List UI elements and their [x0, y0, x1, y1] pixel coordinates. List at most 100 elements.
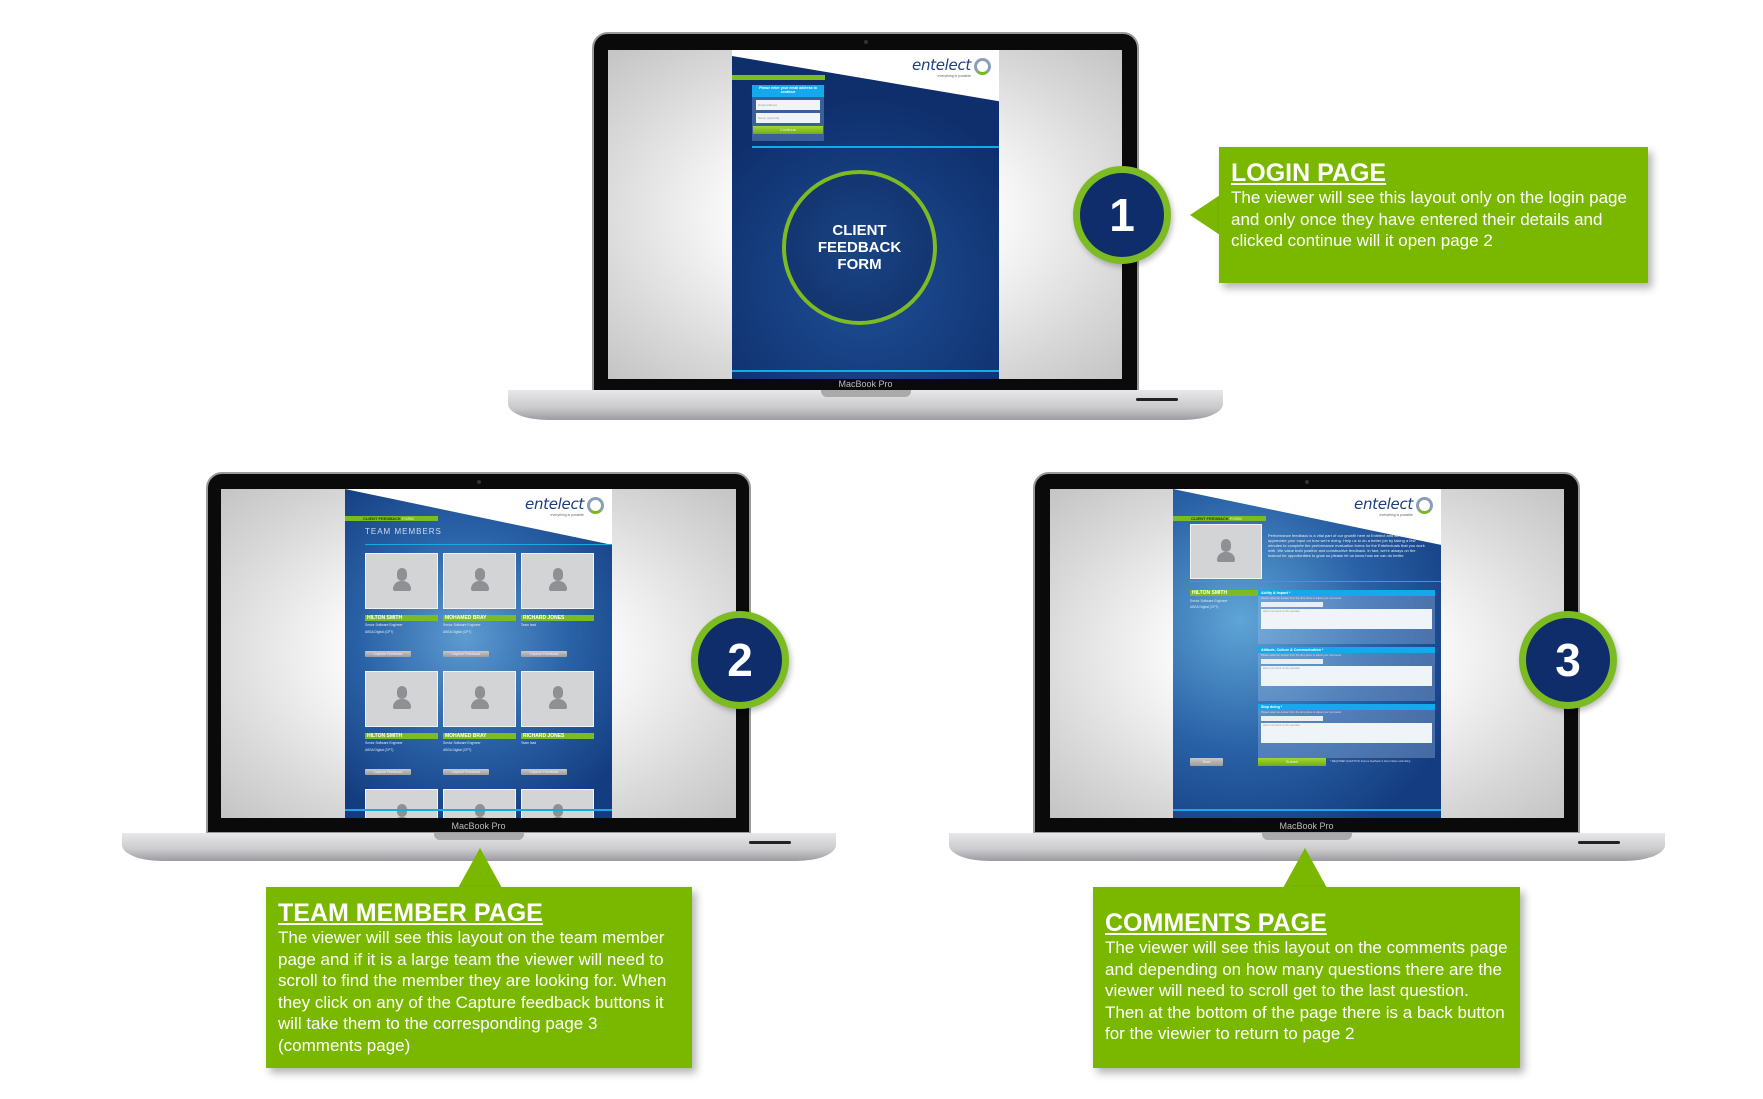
person-icon — [470, 568, 489, 598]
question-title: Attitude, Culture & Communication * — [1258, 647, 1435, 653]
circle-title: CLIENT — [832, 222, 887, 239]
capture-feedback-button[interactable]: Capture Feedback — [443, 769, 489, 775]
logo-tagline: everything is possible — [937, 74, 971, 78]
member-name: HILTON SMITH — [365, 733, 438, 739]
callout-text: The viewer will see this layout only on … — [1231, 188, 1627, 250]
capture-feedback-button[interactable]: Capture Feedback — [521, 769, 567, 775]
question-instruction: Please select an answer from the drop do… — [1261, 597, 1342, 600]
member-photo — [443, 789, 516, 818]
footer-line — [345, 809, 612, 811]
capture-feedback-button[interactable]: Capture Feedback — [443, 651, 489, 657]
capture-feedback-button[interactable]: Capture Feedback — [521, 651, 567, 657]
question-panel: Stop doing * Please select an answer fro… — [1258, 704, 1435, 758]
logo-word: entelect — [912, 56, 971, 74]
callout-pointer — [1283, 848, 1327, 888]
laptop-brand-label: MacBook Pro — [1279, 821, 1334, 831]
member-role: Team lead — [521, 623, 537, 627]
member-name: RICHARD JONES — [521, 733, 594, 739]
badge-bold: CLIENT FEEDBACK — [363, 516, 401, 521]
person-icon — [392, 568, 411, 598]
member-name: MOHAMED BRAY — [443, 615, 516, 621]
member-photo — [365, 671, 438, 727]
divider-line — [752, 146, 999, 148]
badge-bold: CLIENT FEEDBACK — [1191, 516, 1229, 521]
laptop-brand-label: MacBook Pro — [838, 379, 893, 389]
divider-line — [365, 544, 612, 545]
intro-text: Performance feedback is a vital part of … — [1268, 533, 1425, 558]
login-box: Please enter your email address to conti… — [752, 85, 824, 141]
camera-icon — [863, 40, 868, 44]
question-instruction: Please select an answer from the drop do… — [1261, 654, 1342, 657]
name-input[interactable]: Name (optional) — [756, 113, 820, 123]
camera-icon — [1304, 480, 1309, 484]
client-feedback-form-badge: CLIENT FEEDBACK FORM — [345, 516, 438, 521]
person-icon — [548, 568, 567, 598]
submit-button[interactable]: Submit — [1258, 758, 1326, 766]
member-role: Senior Software Engineer — [443, 741, 481, 745]
member-company: ABSA Digital (CPT) — [365, 748, 394, 752]
member-role: Senior Software Engineer — [365, 741, 403, 745]
answer-dropdown[interactable] — [1261, 602, 1323, 607]
member-photo — [521, 553, 594, 609]
callout-pointer — [458, 848, 502, 888]
person-icon — [470, 804, 489, 818]
comment-textarea[interactable]: Add a comment on this question — [1261, 609, 1432, 629]
circle-title: FORM — [837, 256, 882, 273]
member-name: HILTON SMITH — [365, 615, 438, 621]
question-instruction: Please select an answer from the drop do… — [1261, 711, 1342, 714]
member-name: HILTON SMITH — [1190, 590, 1260, 596]
person-icon — [1217, 539, 1235, 569]
login-prompt: Please enter your email address to conti… — [752, 85, 824, 97]
submit-note: * REQUIRED QUESTION: Ensure feedback is … — [1330, 760, 1411, 763]
member-photo — [521, 671, 594, 727]
capture-feedback-button[interactable]: Capture Feedback — [365, 769, 411, 775]
member-company: ABSA Digital (CPT) — [365, 630, 394, 634]
comment-textarea[interactable]: Add a comment on this question — [1261, 723, 1432, 743]
entelect-logo-icon — [587, 497, 604, 514]
entelect-logo: entelect everything is possible — [525, 495, 584, 517]
laptop-screen: entelect everything is possible CLIENT F… — [221, 489, 736, 818]
entelect-logo: entelect everything is possible — [912, 56, 971, 78]
circle-title: FEEDBACK — [817, 239, 902, 256]
member-company: ABSA Digital (CPT) — [443, 630, 472, 634]
laptop-screen: entelect everything is possible Please e… — [608, 50, 1122, 379]
member-name: MOHAMED BRAY — [443, 733, 516, 739]
member-photo — [443, 553, 516, 609]
login-page: entelect everything is possible Please e… — [732, 50, 999, 379]
answer-dropdown[interactable] — [1261, 659, 1323, 664]
comment-textarea[interactable]: Add a comment on this question — [1261, 666, 1432, 686]
callout-pointer — [1190, 195, 1220, 235]
entelect-logo: entelect everything is possible — [1354, 495, 1413, 517]
camera-icon — [476, 480, 481, 484]
back-button[interactable]: Back — [1190, 758, 1223, 766]
client-feedback-circle: CLIENT FEEDBACK FORM — [782, 170, 937, 325]
callout-text: The viewer will see this layout on the c… — [1105, 938, 1508, 1043]
question-title: Stop doing * — [1258, 704, 1435, 710]
callout-title: LOGIN PAGE — [1231, 159, 1387, 187]
member-role: Senior Software Engineer — [443, 623, 481, 627]
capture-feedback-button[interactable]: Capture Feedback — [365, 651, 411, 657]
logo-tagline: everything is possible — [1379, 513, 1413, 517]
step-badge-1: 1 — [1073, 166, 1171, 264]
step-badge-2: 2 — [691, 611, 789, 709]
callout-comments-page: COMMENTS PAGE The viewer will see this l… — [1093, 887, 1520, 1068]
person-icon — [392, 804, 411, 818]
member-role: Senior Software Engineer — [1190, 599, 1228, 603]
step-badge-3: 3 — [1519, 611, 1617, 709]
entelect-logo-icon — [974, 58, 991, 75]
member-photo — [521, 789, 594, 818]
person-icon — [392, 686, 411, 716]
footer-line — [732, 370, 999, 372]
logo-word: entelect — [1354, 495, 1413, 513]
team-members-heading: TEAM MEMBERS — [365, 527, 442, 536]
laptop-brand-label: MacBook Pro — [451, 821, 506, 831]
answer-dropdown[interactable] — [1261, 716, 1323, 721]
person-icon — [548, 686, 567, 716]
callout-title: COMMENTS PAGE — [1105, 909, 1327, 937]
person-icon — [470, 686, 489, 716]
badge-light: FORM — [401, 516, 414, 521]
continue-button[interactable]: Continue — [753, 126, 823, 134]
email-input[interactable]: Email address — [756, 100, 820, 110]
footer-line — [1173, 809, 1441, 811]
member-role: Team lead — [521, 741, 537, 745]
